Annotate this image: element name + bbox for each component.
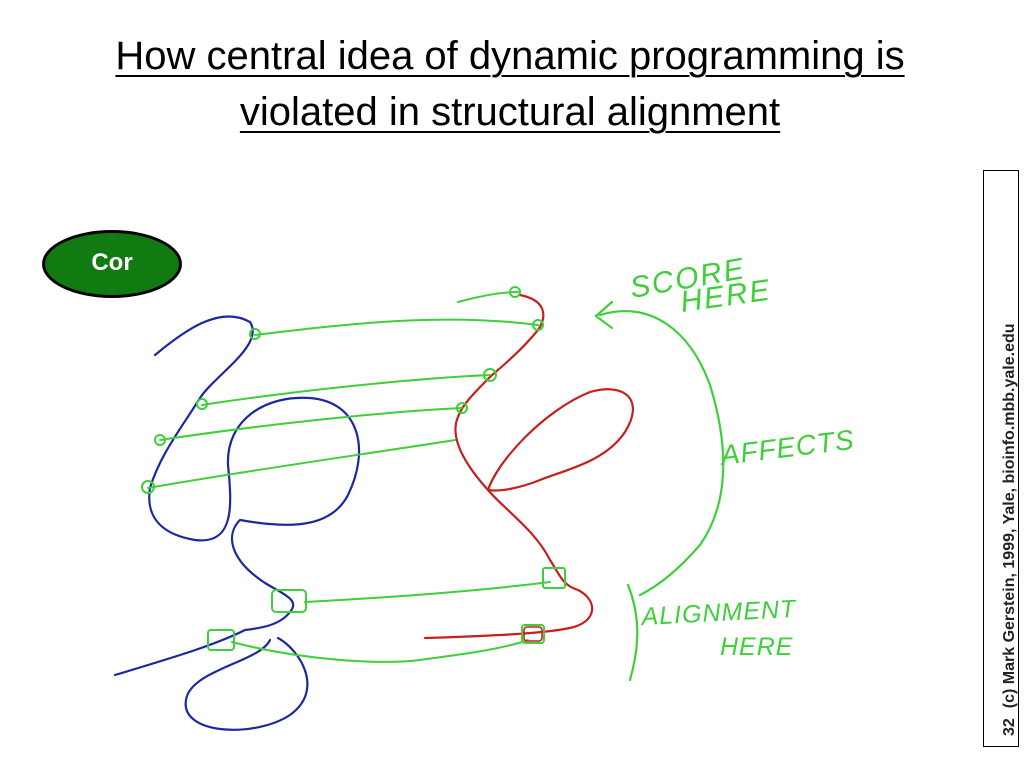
alignment-bracket bbox=[626, 583, 639, 682]
affects-arc bbox=[598, 310, 725, 597]
red-box-marker bbox=[523, 626, 543, 642]
blue-structure-curve bbox=[113, 315, 361, 731]
slide-title: How central idea of dynamic programming … bbox=[115, 34, 905, 134]
core-badge: Cor bbox=[42, 230, 182, 298]
alignment-label-line1: ALIGNMENT bbox=[639, 595, 798, 631]
red-structure-curve bbox=[423, 293, 635, 640]
affects-label: AFFECTS bbox=[717, 424, 856, 471]
footer-sidebar-text: 32 (c) Mark Gerstein, 1999, Yale, bioinfo… bbox=[1001, 323, 1019, 736]
footer-sidebar-box bbox=[983, 170, 1019, 747]
alignment-label-line2: HERE bbox=[720, 633, 793, 661]
copyright-notice: (c) Mark Gerstein, 1999, Yale, bioinfo.m… bbox=[1001, 323, 1018, 709]
residue-markers bbox=[141, 286, 544, 494]
structural-alignment-sketch: SCORE HERE AFFECTS ALIGNMENT HERE bbox=[113, 252, 856, 731]
arrow-head-icon bbox=[594, 300, 614, 330]
slide-number: 32 bbox=[1001, 718, 1018, 736]
box-markers bbox=[207, 567, 566, 651]
alignment-connector-lines bbox=[147, 291, 551, 663]
